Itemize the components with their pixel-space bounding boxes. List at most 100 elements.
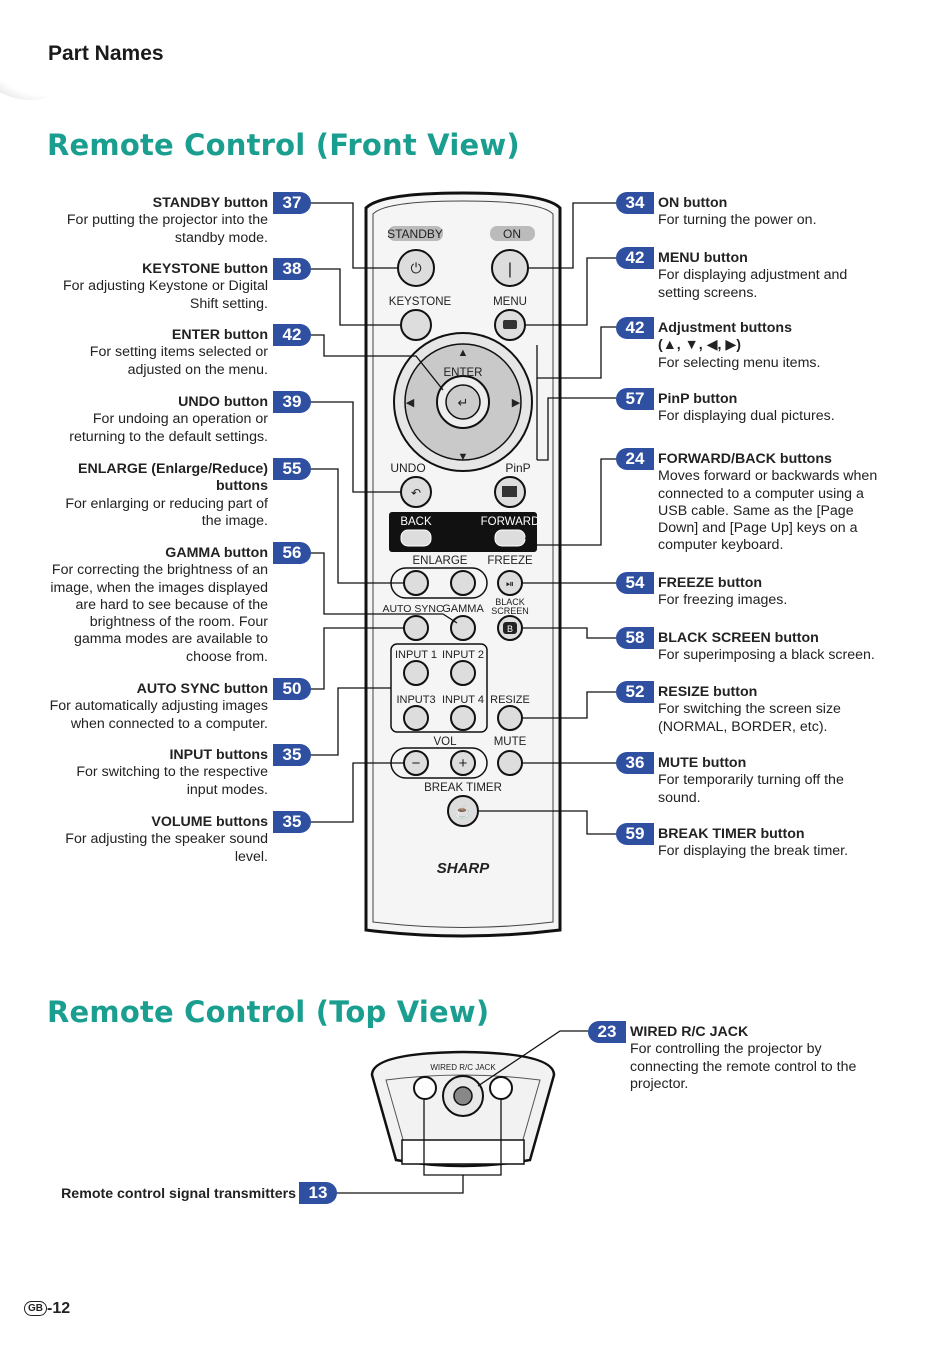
label-resize: RESIZE button For switching the screen s… <box>658 684 883 736</box>
screen-text: SCREEN <box>491 606 529 616</box>
undo-icon: ↶ <box>411 486 421 500</box>
enlarge-button <box>450 570 476 596</box>
label-on: ON button For turning the power on. <box>658 195 888 230</box>
back-button <box>400 529 432 547</box>
label-auto-sync-desc: For automatically adjusting images when … <box>49 698 268 732</box>
power-icon: ⏻ <box>410 260 421 276</box>
badge-menu: 42 <box>616 247 654 269</box>
input3-button <box>403 705 429 731</box>
enter-text: ENTER <box>444 367 483 379</box>
page-footer: GB-12 <box>24 1300 70 1318</box>
label-undo-title: UNDO button <box>178 394 268 410</box>
label-mute: MUTE button For temporarily turning off … <box>658 755 868 807</box>
label-input-desc: For switching to the respective input mo… <box>76 764 268 798</box>
label-wired-jack-title: WIRED R/C JACK <box>630 1024 749 1040</box>
page-number: -12 <box>47 1300 71 1317</box>
label-enter-desc: For setting items selected or adjusted o… <box>89 344 268 378</box>
language-badge: GB <box>24 1301 47 1317</box>
label-keystone-desc: For adjusting Keystone or Digital Shift … <box>62 278 268 312</box>
badge-standby: 37 <box>273 192 311 214</box>
badge-undo: 39 <box>273 391 311 413</box>
label-input-title: INPUT buttons <box>169 747 268 763</box>
transmitter-right <box>489 1076 513 1100</box>
up-arrow-icon: ▲ <box>458 347 469 359</box>
down-arrow-icon: ▼ <box>458 451 469 463</box>
label-keystone: KEYSTONE button For adjusting Keystone o… <box>38 261 268 313</box>
input1-text: INPUT 1 <box>395 649 437 661</box>
svg-text:B: B <box>507 624 513 634</box>
label-pinp: PinP button For displaying dual pictures… <box>658 391 888 426</box>
freeze-text: FREEZE <box>487 555 533 567</box>
label-transmitters: Remote control signal transmitters <box>36 1186 296 1203</box>
plus-icon: + <box>459 755 468 772</box>
brand-logo: SHARP <box>437 860 491 877</box>
label-standby-title: STANDBY button <box>152 195 268 211</box>
enlarge-text: ENLARGE <box>413 555 468 567</box>
label-keystone-title: KEYSTONE button <box>142 261 268 277</box>
label-freeze-title: FREEZE button <box>658 575 763 591</box>
label-pinp-desc: For displaying dual pictures. <box>658 408 835 425</box>
label-forward-back-title: FORWARD/BACK buttons <box>658 451 832 467</box>
forward-text: FORWARD <box>481 516 540 528</box>
volume-up-button <box>450 750 476 776</box>
resize-button <box>497 705 523 731</box>
left-arrow-icon: ◀ <box>406 397 415 409</box>
label-adjustment: Adjustment buttons (▲, ▼, ◀, ▶) For sele… <box>658 320 888 372</box>
badge-enter: 42 <box>273 324 311 346</box>
minus-icon: − <box>412 755 421 772</box>
auto-sync-button <box>403 615 429 641</box>
label-enlarge-desc: For enlarging or reducing part of the im… <box>65 495 268 529</box>
label-black-screen-title: BLACK SCREEN button <box>658 630 819 646</box>
on-pill <box>490 226 535 241</box>
reduce-button <box>403 570 429 596</box>
transmitter-left <box>413 1076 437 1100</box>
label-enlarge: ENLARGE (Enlarge/Reduce) buttons For enl… <box>43 461 268 530</box>
label-on-desc: For turning the power on. <box>658 212 817 229</box>
label-gamma-title: GAMMA button <box>165 545 268 561</box>
jack-print: WIRED R/C JACK <box>430 1063 496 1072</box>
label-break-timer-title: BREAK TIMER button <box>658 826 805 842</box>
label-adjustment-desc: For selecting menu items. <box>658 354 821 371</box>
label-black-screen: BLACK SCREEN button For superimposing a … <box>658 630 898 665</box>
badge-resize: 52 <box>616 681 654 703</box>
badge-gamma: 56 <box>273 542 311 564</box>
input4-text: INPUT 4 <box>442 694 484 706</box>
menu-text: MENU <box>493 296 527 308</box>
badge-mute: 36 <box>616 752 654 774</box>
label-undo-desc: For undoing an operation or returning to… <box>69 411 268 445</box>
label-standby-desc: For putting the projector into the stand… <box>66 212 268 246</box>
break-timer-text: BREAK TIMER <box>424 782 502 794</box>
label-wired-jack-desc: For controlling the projector by connect… <box>630 1041 857 1092</box>
label-standby: STANDBY button For putting the projector… <box>38 195 268 247</box>
label-resize-title: RESIZE button <box>658 684 758 700</box>
label-on-title: ON button <box>658 195 728 211</box>
label-black-screen-desc: For superimposing a black screen. <box>658 647 875 664</box>
badge-pinp: 57 <box>616 388 654 410</box>
badge-auto-sync: 50 <box>273 678 311 700</box>
label-enlarge-title: ENLARGE (Enlarge/Reduce) buttons <box>78 461 268 495</box>
gamma-text: GAMMA <box>442 603 484 615</box>
badge-black-screen: 58 <box>616 627 654 649</box>
input3-text: INPUT3 <box>396 694 435 706</box>
badge-on: 34 <box>616 192 654 214</box>
standby-pill <box>388 226 443 241</box>
pinp-icon <box>502 486 517 497</box>
badge-adjustment: 42 <box>616 317 654 339</box>
label-undo: UNDO button For undoing an operation or … <box>48 394 268 446</box>
input1-button <box>403 660 429 686</box>
label-resize-desc: For switching the screen size (NORMAL, B… <box>658 701 841 735</box>
label-gamma: GAMMA button For correcting the brightne… <box>43 545 268 666</box>
section-tag: Part Names <box>48 42 164 65</box>
label-adjustment-arrows: (▲, ▼, ◀, ▶) <box>658 337 742 354</box>
input2-button <box>450 660 476 686</box>
badge-wired-jack: 23 <box>588 1021 626 1043</box>
pinp-text: PinP <box>505 461 530 475</box>
badge-input: 35 <box>273 744 311 766</box>
label-menu: MENU button For displaying adjustment an… <box>658 250 868 302</box>
label-break-timer-desc: For displaying the break timer. <box>658 843 849 860</box>
badge-keystone: 38 <box>273 258 311 280</box>
menu-icon <box>503 320 517 329</box>
label-gamma-desc: For correcting the brightness of an imag… <box>50 562 268 665</box>
cup-icon: ☕ <box>455 803 471 819</box>
